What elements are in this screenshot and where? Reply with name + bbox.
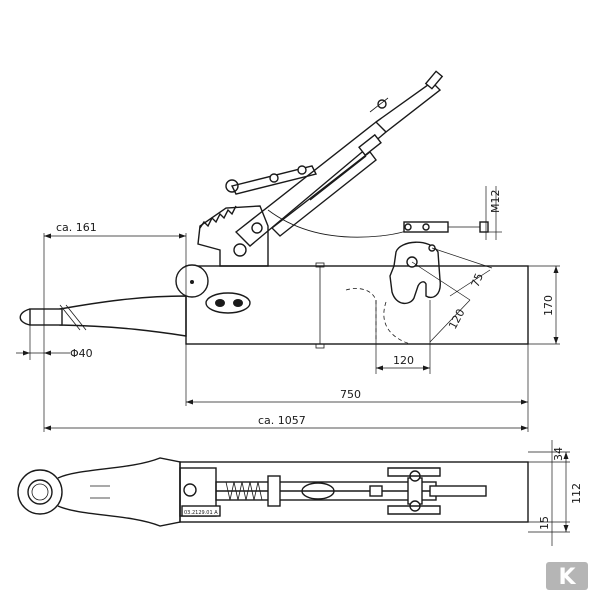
id-plate xyxy=(181,505,221,517)
dim-15: 15 xyxy=(538,516,551,530)
dim-112: 112 xyxy=(570,483,583,504)
dim-34: 34 xyxy=(552,447,565,461)
ratchet-sector xyxy=(199,205,237,229)
coil-spring xyxy=(225,481,263,501)
gas-spring xyxy=(270,151,377,237)
dim-120-horizontal: 120 xyxy=(393,354,414,367)
dim-ca-1057: ca. 1057 xyxy=(258,414,306,427)
lever-bracket xyxy=(197,205,269,267)
towing-eye xyxy=(17,469,63,515)
brand-logo: K xyxy=(546,562,588,590)
top-view-dimensions: 34 112 15 xyxy=(528,440,583,546)
dim-750: 750 xyxy=(340,388,361,401)
dim-m12: M12 xyxy=(489,190,502,214)
dim-120-diagonal: 120 xyxy=(446,307,467,332)
drawbar-arm xyxy=(59,295,187,337)
id-plate-label: 03.2129.01 A xyxy=(184,510,218,516)
brand-logo-letter: K xyxy=(558,565,576,590)
lever-grip xyxy=(375,81,442,133)
rear-hook xyxy=(389,241,441,305)
housing-body xyxy=(185,265,529,345)
dim-75: 75 xyxy=(469,271,486,289)
housing-badge xyxy=(205,292,251,314)
side-view xyxy=(19,70,529,349)
top-view: 03.2129.01 A xyxy=(17,457,529,527)
dim-170: 170 xyxy=(542,295,555,316)
dim-ca-161: ca. 161 xyxy=(56,221,97,234)
drawbar-top xyxy=(57,457,181,527)
drawbar-tip xyxy=(19,308,31,326)
side-view-dimensions: ca. 161 M12 170 75 120 120 Φ40 xyxy=(16,186,560,432)
drawbar-nose xyxy=(29,308,63,326)
dim-diameter-40: Φ40 xyxy=(70,347,93,360)
linkage-arm xyxy=(230,165,318,195)
